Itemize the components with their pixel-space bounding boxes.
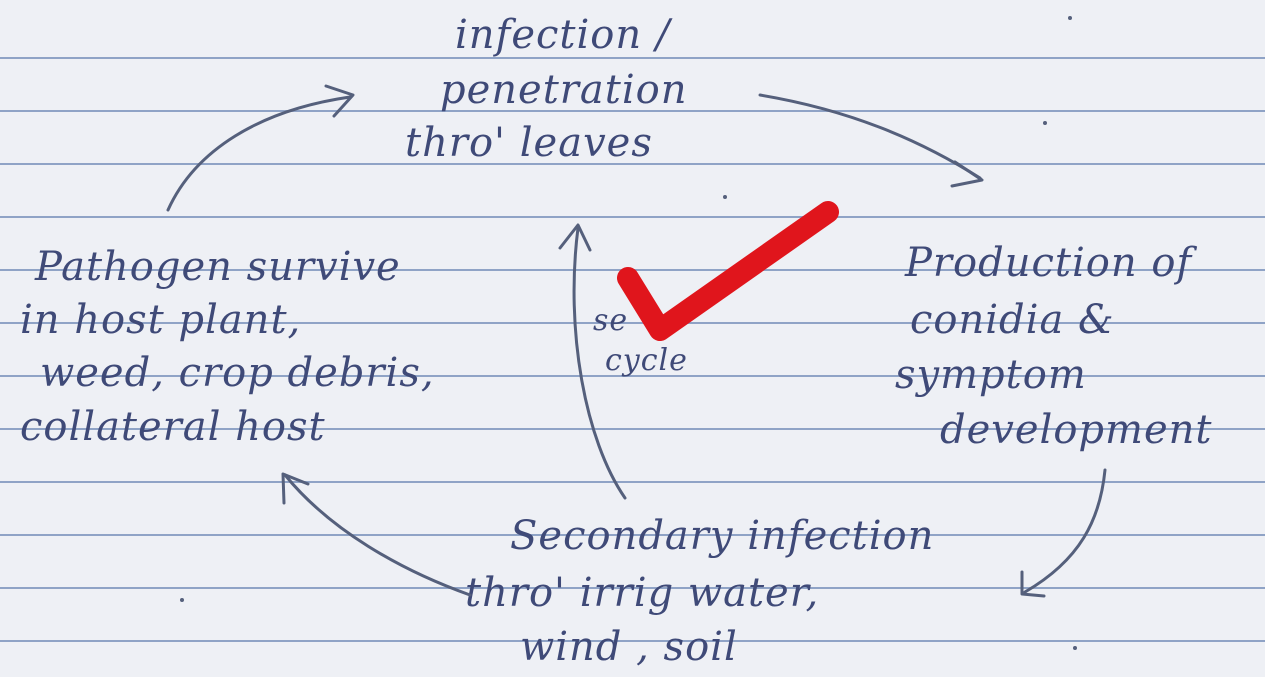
center-node: se cycle <box>593 303 688 378</box>
center-node-line1: se <box>593 303 628 338</box>
arrow-bottom-to-left-head <box>281 472 310 505</box>
arrow-secondary-cycle <box>572 226 627 500</box>
ink-dot <box>1068 16 1072 20</box>
check-icon <box>617 201 839 341</box>
arrow-secondary-cycle-head <box>558 223 592 252</box>
top-node: infection / penetration thro' leaves <box>405 12 687 166</box>
left-node-line3: weed, crop debris, <box>40 350 435 396</box>
arrow-left-to-top <box>166 95 352 212</box>
ink-dot <box>180 598 184 602</box>
arrow-bottom-to-left <box>283 473 472 597</box>
ink-dot <box>1073 646 1077 650</box>
right-node-line1: Production of <box>904 240 1197 286</box>
right-node-line3: symptom <box>895 352 1087 398</box>
bottom-node-line3: wind , soil <box>520 624 738 670</box>
arrow-right-to-bottom <box>1023 468 1107 594</box>
left-node-line4: collateral host <box>20 404 326 450</box>
ink-dot <box>723 195 727 199</box>
ink-dots <box>180 16 1077 650</box>
top-node-line3: thro' leaves <box>405 120 653 166</box>
ink-dot <box>1043 121 1047 125</box>
arrow-left-to-top-head <box>324 84 355 118</box>
red-check-mark <box>617 201 839 341</box>
bottom-node-line2: thro' irrig water, <box>465 570 819 616</box>
arrow-right-to-bottom-head <box>1020 570 1046 598</box>
cycle-arrows <box>166 84 1107 598</box>
right-node-line4: development <box>940 407 1212 453</box>
left-node-line2: in host plant, <box>20 297 301 343</box>
left-node-line1: Pathogen survive <box>34 244 401 290</box>
top-node-line1: infection / <box>455 12 673 58</box>
right-node: Production of conidia & symptom developm… <box>895 240 1212 453</box>
arrow-top-to-right-head <box>950 160 984 188</box>
bottom-node: Secondary infection thro' irrig water, w… <box>465 513 934 670</box>
center-node-line2: cycle <box>605 343 688 378</box>
left-node: Pathogen survive in host plant, weed, cr… <box>20 244 435 450</box>
top-node-line2: penetration <box>440 67 687 113</box>
arrow-top-to-right <box>758 93 982 180</box>
right-node-line2: conidia & <box>910 297 1115 343</box>
bottom-node-line1: Secondary infection <box>510 513 934 559</box>
